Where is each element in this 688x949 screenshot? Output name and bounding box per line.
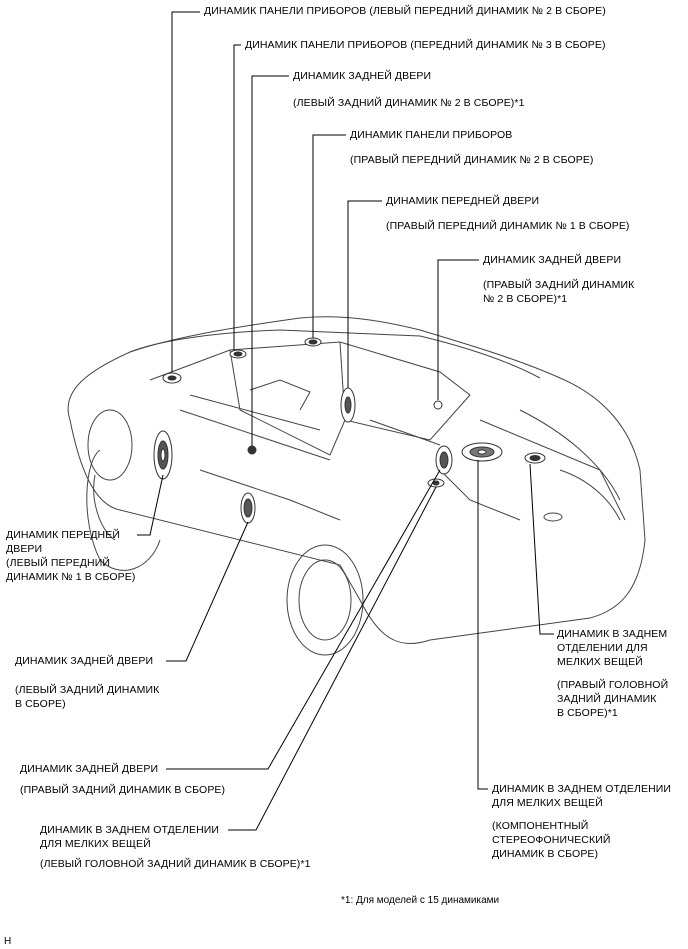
- label-rear-door-right-main: ДИНАМИК ЗАДНЕЙ ДВЕРИ: [20, 763, 159, 775]
- label-ip-right: ДИНАМИК ПАНЕЛИ ПРИБОРОВ (ПРАВЫЙ ПЕРЕДНИЙ…: [350, 128, 594, 167]
- label-ip-front-main: ДИНАМИК ПАНЕЛИ ПРИБОРОВ (ПЕРЕДНИЙ ДИНАМИ…: [245, 39, 606, 51]
- label-rear-shelf-center: ДИНАМИК В ЗАДНЕМ ОТДЕЛЕНИИ ДЛЯ МЕЛКИХ ВЕ…: [492, 782, 671, 861]
- label-rear-shelf-right-s2: ЗАДНИЙ ДИНАМИК: [557, 693, 657, 705]
- speakers: [153, 337, 546, 524]
- label-front-door-right: ДИНАМИК ПЕРЕДНЕЙ ДВЕРИ (ПРАВЫЙ ПЕРЕДНИЙ …: [386, 194, 630, 233]
- leader-front-door-right: [347, 200, 382, 388]
- label-rear-shelf-right-l2: ОТДЕЛЕНИИ ДЛЯ: [557, 642, 648, 654]
- speaker-ip-front: [229, 349, 247, 359]
- label-rear-shelf-left: ДИНАМИК В ЗАДНЕМ ОТДЕЛЕНИИ ДЛЯ МЕЛКИХ ВЕ…: [40, 823, 311, 871]
- footnote: *1: Для моделей с 15 динамиками: [341, 895, 500, 906]
- leader-rear-door-right: [166, 469, 441, 770]
- speaker-rear-door-left: [240, 492, 256, 524]
- label-rear-door-right-sub: (ПРАВЫЙ ЗАДНИЙ ДИНАМИК В СБОРЕ): [20, 784, 226, 796]
- speaker-rear-door-right2: [433, 400, 443, 410]
- label-rear-door-right2: ДИНАМИК ЗАДНЕЙ ДВЕРИ (ПРАВЫЙ ЗАДНИЙ ДИНА…: [483, 253, 634, 306]
- label-ip-left-main: ДИНАМИК ПАНЕЛИ ПРИБОРОВ (ЛЕВЫЙ ПЕРЕДНИЙ …: [204, 5, 606, 17]
- label-rear-door-left: ДИНАМИК ЗАДНЕЙ ДВЕРИ (ЛЕВЫЙ ЗАДНИЙ ДИНАМ…: [15, 654, 159, 711]
- label-rear-shelf-left-l2: ДЛЯ МЕЛКИХ ВЕЩЕЙ: [40, 838, 151, 850]
- label-rear-shelf-left-l1: ДИНАМИК В ЗАДНЕМ ОТДЕЛЕНИИ: [40, 824, 220, 836]
- leader-rear-door-left: [166, 521, 249, 662]
- label-front-door-left-l1: ДИНАМИК ПЕРЕДНЕЙ: [6, 529, 120, 541]
- speaker-ip-right: [304, 337, 322, 347]
- label-rear-door-left-main: ДИНАМИК ЗАДНЕЙ ДВЕРИ: [15, 655, 154, 667]
- label-rear-shelf-right: ДИНАМИК В ЗАДНЕМ ОТДЕЛЕНИИ ДЛЯ МЕЛКИХ ВЕ…: [557, 627, 668, 720]
- leader-rear-shelf-center: [477, 460, 488, 790]
- label-rear-door-right2-main: ДИНАМИК ЗАДНЕЙ ДВЕРИ: [483, 254, 622, 266]
- label-rear-shelf-right-s3: В СБОРЕ)*1: [557, 707, 618, 719]
- speaker-rear-shelf-center: [461, 442, 503, 462]
- label-front-door-left-l2: ДВЕРИ: [6, 543, 43, 555]
- leader-ip-front: [233, 44, 241, 350]
- label-rear-door-left-sub1: (ЛЕВЫЙ ЗАДНИЙ ДИНАМИК: [15, 684, 160, 696]
- speaker-rear-door-right: [435, 445, 453, 475]
- label-rear-door-left2: ДИНАМИК ЗАДНЕЙ ДВЕРИ (ЛЕВЫЙ ЗАДНИЙ ДИНАМ…: [293, 69, 525, 110]
- label-front-door-right-sub: (ПРАВЫЙ ПЕРЕДНИЙ ДИНАМИК № 1 В СБОРЕ): [386, 220, 630, 232]
- leader-ip-left: [171, 11, 200, 372]
- label-rear-door-right: ДИНАМИК ЗАДНЕЙ ДВЕРИ (ПРАВЫЙ ЗАДНИЙ ДИНА…: [20, 762, 225, 797]
- label-ip-left: ДИНАМИК ПАНЕЛИ ПРИБОРОВ (ЛЕВЫЙ ПЕРЕДНИЙ …: [204, 4, 606, 18]
- speaker-rear-door-left2: [247, 445, 257, 455]
- label-rear-shelf-left-sub: (ЛЕВЫЙ ГОЛОВНОЙ ЗАДНИЙ ДИНАМИК В СБОРЕ)*…: [40, 858, 311, 870]
- leader-rear-shelf-left: [228, 486, 437, 831]
- label-front-door-left: ДИНАМИК ПЕРЕДНЕЙ ДВЕРИ (ЛЕВЫЙ ПЕРЕДНИЙ Д…: [6, 528, 135, 584]
- label-rear-shelf-right-s1: (ПРАВЫЙ ГОЛОВНОЙ: [557, 679, 669, 691]
- speaker-ip-left: [162, 372, 182, 384]
- car-outline: [67, 316, 646, 656]
- label-ip-front: ДИНАМИК ПАНЕЛИ ПРИБОРОВ (ПЕРЕДНИЙ ДИНАМИ…: [245, 38, 606, 52]
- label-rear-door-right2-sub1: (ПРАВЫЙ ЗАДНИЙ ДИНАМИК: [483, 279, 635, 291]
- leader-rear-door-left2: [251, 75, 289, 446]
- label-rear-door-left-sub2: В СБОРЕ): [15, 698, 66, 710]
- label-front-door-left-l3: (ЛЕВЫЙ ПЕРЕДНИЙ: [6, 557, 110, 569]
- corner-mark: H: [4, 936, 12, 947]
- leader-ip-right: [312, 134, 346, 338]
- leader-front-door-left: [137, 474, 164, 536]
- label-rear-shelf-center-s2: СТЕРЕОФОНИЧЕСКИЙ: [492, 834, 611, 846]
- leader-lines: [137, 11, 554, 831]
- label-rear-door-left2-sub: (ЛЕВЫЙ ЗАДНИЙ ДИНАМИК № 2 В СБОРЕ)*1: [293, 97, 525, 109]
- label-rear-shelf-right-l1: ДИНАМИК В ЗАДНЕМ: [557, 628, 668, 640]
- label-rear-shelf-center-l1: ДИНАМИК В ЗАДНЕМ ОТДЕЛЕНИИ: [492, 783, 672, 795]
- speaker-front-door-left: [153, 430, 173, 480]
- label-rear-shelf-right-l3: МЕЛКИХ ВЕЩЕЙ: [557, 656, 643, 668]
- label-rear-shelf-center-l2: ДЛЯ МЕЛКИХ ВЕЩЕЙ: [492, 797, 603, 809]
- label-rear-shelf-center-s1: (КОМПОНЕНТНЫЙ: [492, 820, 589, 832]
- label-front-door-right-main: ДИНАМИК ПЕРЕДНЕЙ ДВЕРИ: [386, 195, 540, 207]
- label-rear-door-left2-main: ДИНАМИК ЗАДНЕЙ ДВЕРИ: [293, 70, 432, 82]
- speaker-front-door-right: [340, 387, 356, 423]
- label-rear-shelf-center-s3: ДИНАМИК В СБОРЕ): [492, 848, 599, 860]
- label-ip-right-sub: (ПРАВЫЙ ПЕРЕДНИЙ ДИНАМИК № 2 В СБОРЕ): [350, 154, 594, 166]
- leader-rear-shelf-right: [529, 463, 554, 635]
- label-front-door-left-l4: ДИНАМИК № 1 В СБОРЕ): [6, 571, 136, 583]
- speaker-rear-shelf-right: [524, 452, 546, 464]
- label-rear-door-right2-sub2: № 2 В СБОРЕ)*1: [483, 293, 568, 305]
- label-ip-right-main: ДИНАМИК ПАНЕЛИ ПРИБОРОВ: [350, 129, 513, 141]
- leader-rear-door-right2: [437, 259, 479, 400]
